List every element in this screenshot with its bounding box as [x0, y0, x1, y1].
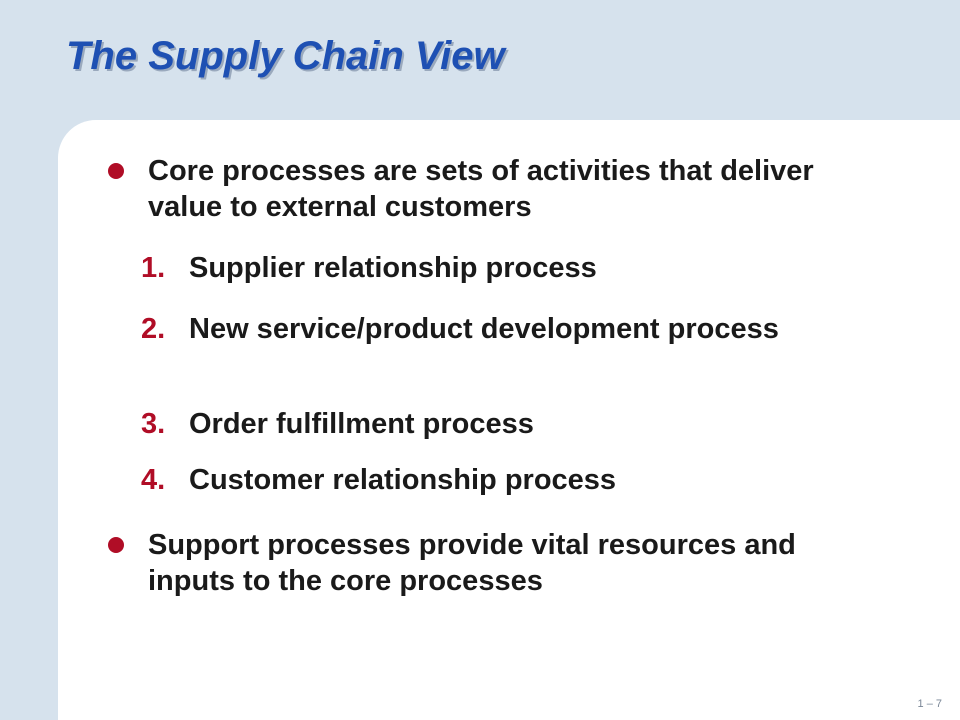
bullet-dot-icon — [108, 537, 124, 553]
list-item-number: 4. — [141, 464, 166, 496]
list-item-text: New service/product development process — [189, 313, 779, 345]
list-item-order-fulfillment: 3. Order fulfillment process — [141, 406, 841, 442]
bullet-list: Core processes are sets of activities th… — [58, 120, 960, 720]
list-item-number: 2. — [141, 313, 166, 345]
bullet-text: Support processes provide vital resource… — [148, 529, 796, 597]
slide-title: The Supply Chain View — [66, 34, 505, 78]
page-number: 1 – 7 — [917, 698, 942, 710]
list-item-text: Supplier relationship process — [189, 252, 597, 284]
list-item-customer: 4. Customer relationship process — [141, 462, 841, 498]
bullet-dot-icon — [108, 163, 124, 179]
list-item-number: 1. — [141, 252, 166, 284]
list-item-supplier: 1. Supplier relationship process — [141, 250, 841, 286]
content-panel: Core processes are sets of activities th… — [58, 120, 960, 720]
bullet-core-processes: Core processes are sets of activities th… — [108, 153, 868, 225]
bullet-support-processes: Support processes provide vital resource… — [108, 527, 868, 599]
list-item-development: 2. New service/product development proce… — [141, 311, 841, 347]
list-item-text: Customer relationship process — [189, 464, 617, 496]
bullet-text: Core processes are sets of activities th… — [148, 155, 814, 223]
list-item-text: Order fulfillment process — [189, 408, 534, 440]
list-item-number: 3. — [141, 408, 166, 440]
